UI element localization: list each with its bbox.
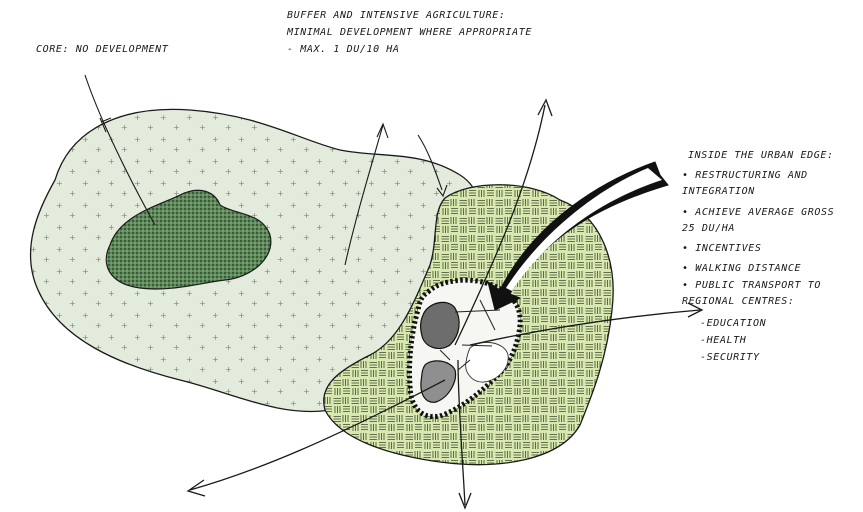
urban-title: INSIDE THE URBAN EDGE: bbox=[688, 150, 834, 161]
urban-item-3: • ACHIEVE AVERAGE GROSS bbox=[682, 207, 834, 218]
core-label: CORE: NO DEVELOPMENT bbox=[36, 44, 169, 55]
buffer-label-3: - MAX. 1 DU/10 HA bbox=[287, 44, 400, 55]
urban-item-8: REGIONAL CENTRES: bbox=[682, 296, 795, 307]
urban-item-5: • INCENTIVES bbox=[682, 243, 761, 254]
urban-item-7: • PUBLIC TRANSPORT TO bbox=[682, 280, 821, 291]
urban-cell-dark bbox=[421, 302, 460, 348]
urban-item-6: • WALKING DISTANCE bbox=[682, 263, 801, 274]
urban-item-10: -HEALTH bbox=[700, 335, 747, 346]
urban-item-2: INTEGRATION bbox=[682, 186, 755, 197]
urban-item-4: 25 DU/HA bbox=[682, 223, 735, 234]
urban-item-1: • RESTRUCTURING AND bbox=[682, 170, 808, 181]
buffer-label-2: MINIMAL DEVELOPMENT WHERE APPROPRIATE bbox=[286, 27, 532, 38]
urban-item-11: -SECURITY bbox=[700, 352, 760, 363]
urban-item-9: -EDUCATION bbox=[700, 318, 767, 329]
buffer-label-1: BUFFER AND INTENSIVE AGRICULTURE: bbox=[287, 10, 505, 21]
